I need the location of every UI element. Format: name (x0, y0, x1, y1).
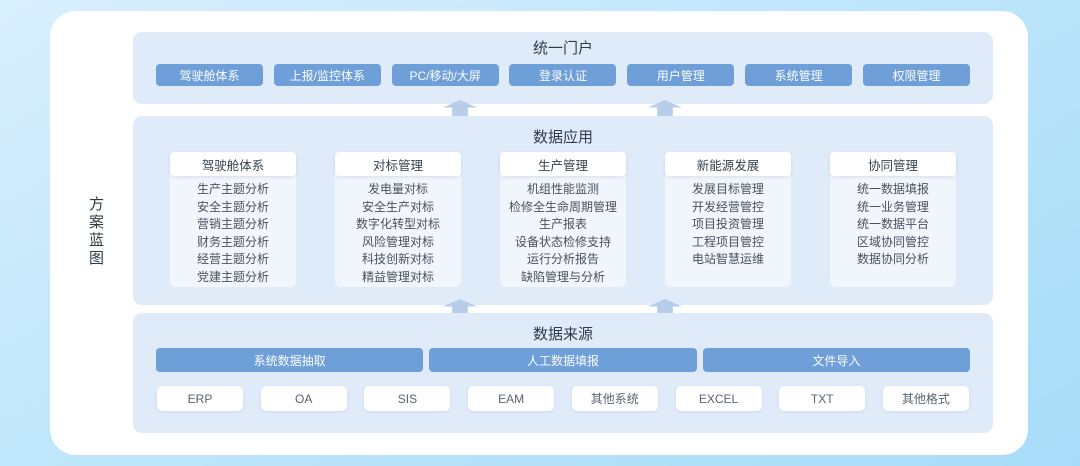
source-system-button: EAM (468, 386, 555, 411)
portal-button-row: 驾驶舱体系 上报/监控体系 PC/移动/大屏 登录认证 用户管理 系统管理 权限… (133, 64, 993, 86)
app-list-item: 工程项目管控 (691, 234, 764, 249)
portal-title: 统一门户 (532, 40, 593, 57)
portal-button: 登录认证 (509, 64, 617, 86)
app-list-item: 财务主题分析 (196, 234, 269, 249)
app-column-header: 驾驶舱体系 (170, 152, 296, 176)
source-system-button: TXT (779, 386, 866, 411)
app-list-item: 统一业务管理 (856, 199, 929, 214)
app-list-item: 统一数据填报 (856, 182, 929, 196)
portal-button: 用户管理 (627, 64, 735, 86)
portal-button: 权限管理 (862, 64, 970, 86)
source-category-bar: 文件导入 (702, 348, 970, 372)
app-column-items: 发展目标管理开发经营管控项目投资管理工程项目管控电站智慧运维 (665, 176, 791, 269)
app-list-item: 生产报表 (538, 217, 587, 231)
app-list-item: 生产主题分析 (196, 182, 269, 196)
portal-button: 系统管理 (745, 64, 853, 86)
source-system-button: EXCEL (675, 386, 762, 411)
app-list-item: 开发经营管控 (691, 199, 764, 214)
sources-panel: 数据来源 系统数据抽取 人工数据填报 文件导入 ERP OA SIS EAM 其… (133, 313, 993, 433)
app-list-item: 电站智慧运维 (691, 252, 764, 266)
app-list-item: 区域协同管控 (856, 234, 929, 249)
sources-title: 数据来源 (532, 326, 593, 343)
app-list-item: 发展目标管理 (691, 182, 764, 196)
app-column-items: 发电量对标安全生产对标数字化转型对标风险管理对标科技创新对标精益管理对标 (335, 176, 461, 286)
app-list-item: 经营主题分析 (196, 252, 269, 266)
source-system-button: ERP (157, 386, 243, 411)
app-list-item: 数据协同分析 (856, 252, 929, 266)
app-list-item: 安全主题分析 (196, 199, 269, 214)
app-list-item: 营销主题分析 (196, 217, 269, 231)
app-list-item: 检修全生命周期管理 (508, 199, 617, 214)
applications-title: 数据应用 (532, 129, 593, 146)
app-column-header: 对标管理 (335, 152, 461, 176)
app-list-item: 统一数据平台 (856, 217, 929, 231)
app-list-item: 发电量对标 (367, 182, 428, 196)
app-column: 驾驶舱体系 生产主题分析安全主题分析营销主题分析财务主题分析经营主题分析党建主题… (170, 152, 296, 287)
app-column-header: 生产管理 (500, 152, 626, 176)
app-column: 新能源发展 发展目标管理开发经营管控项目投资管理工程项目管控电站智慧运维 (665, 152, 791, 287)
source-system-button: OA (260, 386, 347, 411)
app-list-item: 缺陷管理与分析 (520, 269, 605, 284)
application-columns: 驾驶舱体系 生产主题分析安全主题分析营销主题分析财务主题分析经营主题分析党建主题… (133, 152, 993, 287)
app-list-item: 运行分析报告 (526, 252, 599, 266)
source-category-row: 系统数据抽取 人工数据填报 文件导入 (133, 348, 993, 372)
app-list-item: 党建主题分析 (196, 269, 269, 284)
app-column-header: 协同管理 (830, 152, 956, 176)
app-column-header: 新能源发展 (665, 152, 791, 176)
app-column: 生产管理 机组性能监测检修全生命周期管理生产报表设备状态检修支持运行分析报告缺陷… (500, 152, 626, 287)
app-column-items: 统一数据填报统一业务管理统一数据平台区域协同管控数据协同分析 (830, 176, 956, 269)
source-system-button: 其他系统 (571, 386, 658, 411)
app-list-item: 安全生产对标 (361, 199, 434, 214)
app-column-items: 生产主题分析安全主题分析营销主题分析财务主题分析经营主题分析党建主题分析 (170, 176, 296, 286)
source-category-bar: 人工数据填报 (429, 348, 697, 372)
app-column: 协同管理 统一数据填报统一业务管理统一数据平台区域协同管控数据协同分析 (830, 152, 956, 287)
source-system-row: ERP OA SIS EAM 其他系统 EXCEL TXT 其他格式 (133, 386, 993, 411)
source-system-button: SIS (364, 386, 451, 411)
portal-button: PC/移动/大屏 (391, 64, 499, 86)
app-list-item: 科技创新对标 (361, 252, 434, 266)
portal-panel: 统一门户 驾驶舱体系 上报/监控体系 PC/移动/大屏 登录认证 用户管理 系统… (133, 32, 993, 104)
portal-button: 驾驶舱体系 (156, 64, 263, 86)
diagram-stack: 统一门户 驾驶舱体系 上报/监控体系 PC/移动/大屏 登录认证 用户管理 系统… (133, 0, 993, 466)
applications-panel: 数据应用 驾驶舱体系 生产主题分析安全主题分析营销主题分析财务主题分析经营主题分… (133, 116, 993, 305)
app-list-item: 项目投资管理 (691, 217, 764, 231)
source-system-button: 其他格式 (882, 386, 969, 411)
app-list-item: 精益管理对标 (361, 269, 434, 284)
source-category-bar: 系统数据抽取 (156, 348, 424, 372)
app-list-item: 机组性能监测 (526, 182, 599, 196)
portal-button: 上报/监控体系 (273, 64, 381, 86)
page-title: 方案蓝图 (87, 196, 104, 268)
app-column-items: 机组性能监测检修全生命周期管理生产报表设备状态检修支持运行分析报告缺陷管理与分析 (500, 176, 626, 286)
app-list-item: 设备状态检修支持 (514, 234, 611, 249)
app-list-item: 风险管理对标 (361, 234, 434, 249)
app-list-item: 数字化转型对标 (355, 217, 440, 231)
app-column: 对标管理 发电量对标安全生产对标数字化转型对标风险管理对标科技创新对标精益管理对… (335, 152, 461, 287)
